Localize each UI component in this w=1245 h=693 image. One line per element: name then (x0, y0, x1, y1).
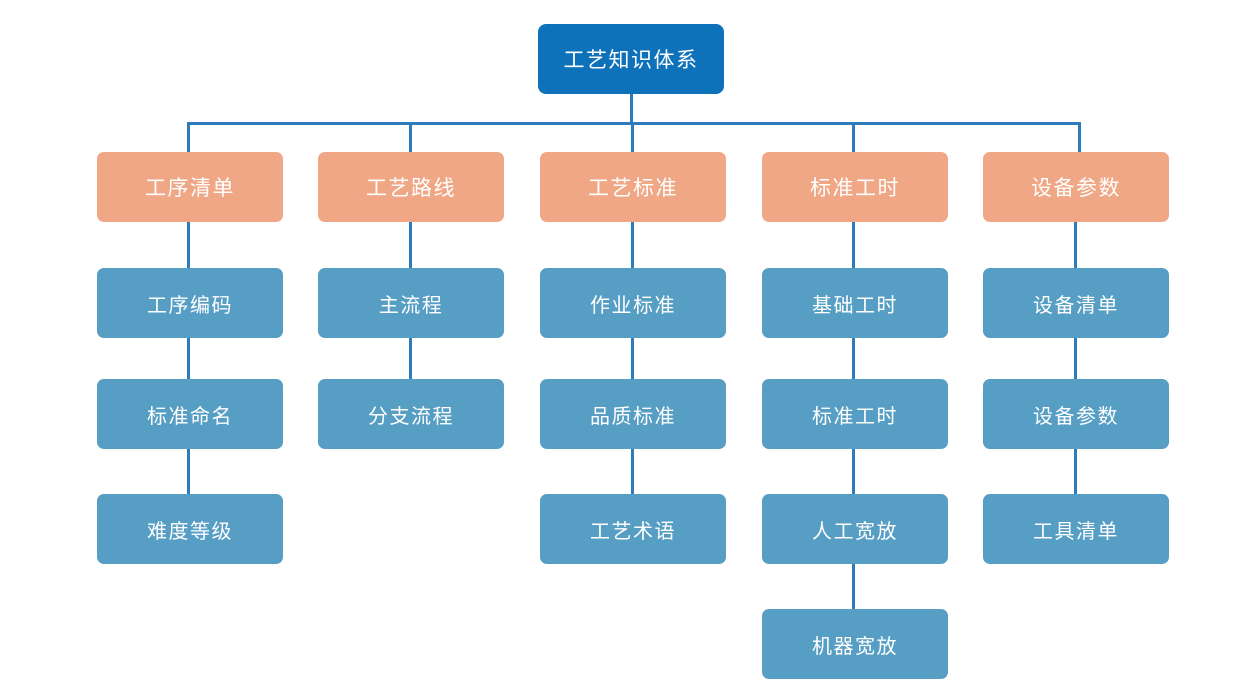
connector-bus-drop-col4 (852, 122, 855, 154)
connector-col4-child1-to-child2 (852, 333, 855, 385)
connector-col1-branch-to-child1 (187, 218, 190, 272)
connector-col5-child1-to-child2 (1074, 333, 1077, 385)
connector-col3-branch-to-child1 (631, 218, 634, 272)
connector-col5-branch-to-child1 (1074, 218, 1077, 272)
connector-bus-drop-col5 (1078, 122, 1081, 154)
root-node-process-knowledge-system[interactable]: 工艺知识体系 (538, 24, 724, 94)
leaf-node-col5-row3[interactable]: 工具清单 (983, 494, 1169, 564)
leaf-node-col4-row3[interactable]: 人工宽放 (762, 494, 948, 564)
leaf-node-col3-row2[interactable]: 品质标准 (540, 379, 726, 449)
connector-root-stem (630, 94, 633, 125)
branch-node-process-standard[interactable]: 工艺标准 (540, 152, 726, 222)
leaf-node-col4-row1[interactable]: 基础工时 (762, 268, 948, 338)
connector-col1-child2-to-child3 (187, 448, 190, 500)
leaf-node-col1-row3[interactable]: 难度等级 (97, 494, 283, 564)
connector-col5-child2-to-child3 (1074, 448, 1077, 500)
connector-col3-child1-to-child2 (631, 333, 634, 385)
connector-col4-child3-to-child4 (852, 563, 855, 615)
connector-col1-child1-to-child2 (187, 333, 190, 385)
leaf-node-col3-row1[interactable]: 作业标准 (540, 268, 726, 338)
connector-bus-drop-col3 (631, 122, 634, 154)
leaf-node-col1-row2[interactable]: 标准命名 (97, 379, 283, 449)
leaf-node-col2-row1[interactable]: 主流程 (318, 268, 504, 338)
leaf-node-col2-row2[interactable]: 分支流程 (318, 379, 504, 449)
leaf-node-col3-row3[interactable]: 工艺术语 (540, 494, 726, 564)
branch-node-equipment-parameters[interactable]: 设备参数 (983, 152, 1169, 222)
branch-node-process-route[interactable]: 工艺路线 (318, 152, 504, 222)
connector-bus-drop-col1 (187, 122, 190, 154)
leaf-node-col4-row2[interactable]: 标准工时 (762, 379, 948, 449)
leaf-node-col1-row1[interactable]: 工序编码 (97, 268, 283, 338)
connector-horizontal-bus (187, 122, 1081, 125)
leaf-node-col5-row1[interactable]: 设备清单 (983, 268, 1169, 338)
connector-col4-child2-to-child3 (852, 448, 855, 500)
branch-node-process-list[interactable]: 工序清单 (97, 152, 283, 222)
leaf-node-col5-row2[interactable]: 设备参数 (983, 379, 1169, 449)
branch-node-standard-hours[interactable]: 标准工时 (762, 152, 948, 222)
connector-col4-branch-to-child1 (852, 218, 855, 272)
leaf-node-col4-row4[interactable]: 机器宽放 (762, 609, 948, 679)
connector-col2-child1-to-child2 (409, 333, 412, 385)
connector-col2-branch-to-child1 (409, 218, 412, 272)
connector-col3-child2-to-child3 (631, 448, 634, 500)
connector-bus-drop-col2 (409, 122, 412, 154)
